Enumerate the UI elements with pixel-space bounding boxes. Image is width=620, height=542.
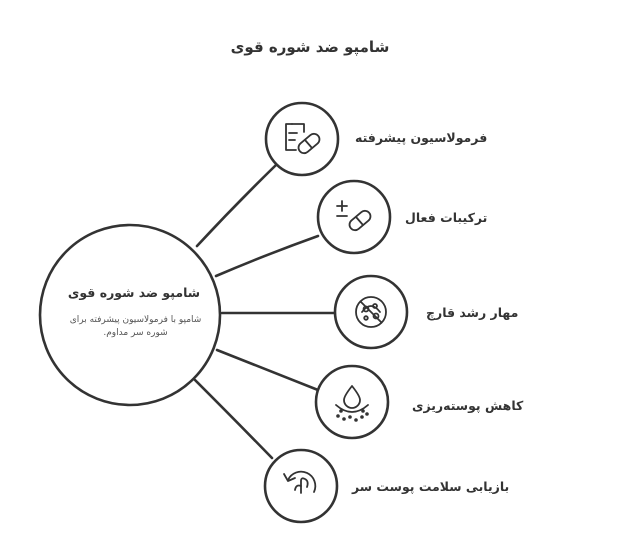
connector-2 [214,234,320,278]
connector-4 [215,348,320,392]
branch-label-1: فرمولاسیون پیشرفته [355,130,488,145]
center-description: شامپو با فرمولاسیون پیشرفته برای شوره سر… [69,315,202,338]
center-title: شامپو ضد شوره قوی [67,285,201,300]
branch-label-5: بازیابی سلامت پوست سر [352,479,510,494]
center-node [38,223,222,407]
no-fungus-icon [355,296,387,328]
branch-label-2: ترکیبات فعال [405,210,488,225]
branch-node-2 [316,179,392,255]
branch-label-4: کاهش پوسته‌ریزی [412,398,524,413]
page-title: شامپو ضد شوره قوی [230,38,390,56]
connector-1 [195,163,278,248]
branch-node-1 [264,101,340,177]
plus-minus-pill-icon [336,200,372,232]
restore-cycle-icon [283,470,317,494]
connector-5 [193,378,274,460]
branch-node-4 [314,364,390,440]
drop-flakes-icon [335,385,369,422]
formula-pill-icon [285,123,321,155]
branch-label-3: مهار رشد قارچ [426,305,519,320]
